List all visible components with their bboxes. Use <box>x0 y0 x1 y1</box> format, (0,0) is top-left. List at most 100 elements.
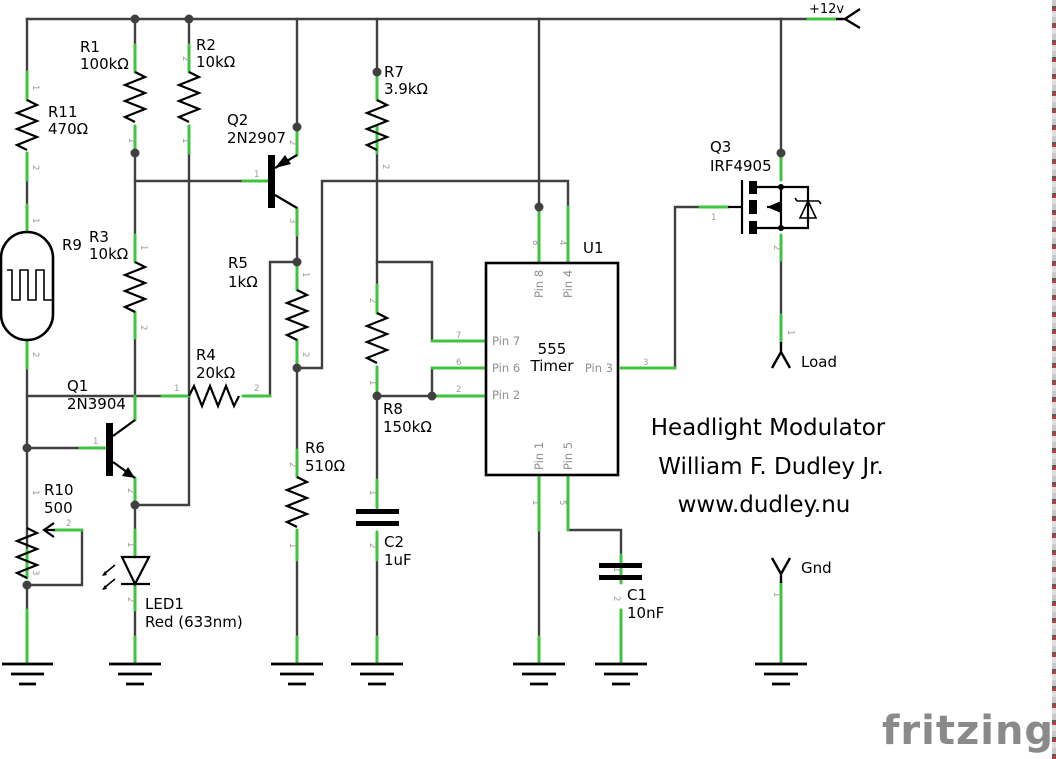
capacitor-c1[interactable]: C1 10nF <box>599 563 664 622</box>
r7-value: 3.9kΩ <box>384 80 428 98</box>
ground-icon <box>109 662 161 686</box>
connector-load[interactable]: Load <box>770 342 837 371</box>
pin-highlights <box>25 17 838 666</box>
svg-text:2: 2 <box>611 596 621 601</box>
net-label-load: Load <box>801 353 837 371</box>
q2-value: 2N2907 <box>227 129 286 147</box>
junctions <box>22 14 786 590</box>
r10-value: 500 <box>44 499 73 517</box>
svg-text:2: 2 <box>287 140 297 145</box>
c2-ref: C2 <box>384 533 404 551</box>
u1-pin1-number: 1 <box>530 500 540 505</box>
u1-pin5-number: 5 <box>557 500 567 505</box>
ic-u1-555-timer[interactable]: U1 555 Timer Pin 7 Pin 6 Pin 2 Pin 3 Pin… <box>456 239 648 505</box>
connector-gnd[interactable]: Gnd <box>770 557 832 583</box>
q2-ref: Q2 <box>227 111 248 129</box>
r3-ref: R3 <box>89 228 109 246</box>
svg-text:1: 1 <box>287 543 297 548</box>
r2-ref: R2 <box>196 36 216 54</box>
net-label-12v: +12v <box>809 2 844 17</box>
title-line-1: Headlight Modulator <box>651 415 886 441</box>
ground-icon <box>755 662 807 686</box>
q3-value: IRF4905 <box>710 157 772 175</box>
resistor-r6[interactable]: R6 510Ω <box>284 439 345 528</box>
svg-text:2: 2 <box>300 352 310 357</box>
svg-text:1: 1 <box>125 542 135 547</box>
photoresistor-r9[interactable]: R9 <box>0 230 82 342</box>
svg-text:2: 2 <box>125 488 135 493</box>
pin-number-labels: 1 2 1 2 1 2 1 1 2 3 2 1 2 1 2 1 2 1 2 1 … <box>30 56 795 602</box>
svg-text:1: 1 <box>138 245 148 250</box>
mosfet-q3[interactable]: Q3 IRF4905 <box>710 138 822 234</box>
led1-ref: LED1 <box>145 595 184 613</box>
svg-text:2: 2 <box>254 384 259 394</box>
r4-value: 20kΩ <box>196 364 235 382</box>
svg-text:1: 1 <box>711 213 716 223</box>
svg-text:3: 3 <box>30 570 40 575</box>
potentiometer-r10[interactable]: R10 500 <box>14 481 74 579</box>
svg-text:2: 2 <box>771 245 781 250</box>
r10-ref: R10 <box>44 481 74 499</box>
r5-ref: R5 <box>228 254 248 272</box>
resistor-r11[interactable]: R11 470Ω <box>14 99 88 151</box>
u1-pin8-number: 8 <box>530 240 540 245</box>
resistor-r4[interactable]: R4 20kΩ <box>188 346 240 409</box>
r8-value: 150kΩ <box>383 418 432 436</box>
r8-ref: R8 <box>383 400 403 418</box>
resistor-r3[interactable]: R3 10kΩ <box>89 228 148 313</box>
u1-pin3-label: Pin 3 <box>585 361 613 375</box>
resistor-r8[interactable]: R8 150kΩ <box>364 312 432 436</box>
resistor-r7[interactable]: R7 3.9kΩ <box>364 63 428 151</box>
r4-ref: R4 <box>196 346 216 364</box>
r5-value: 1kΩ <box>228 273 258 291</box>
u1-ref: U1 <box>583 239 604 257</box>
ground-icon <box>271 662 323 686</box>
capacitor-c2[interactable]: C2 1uF <box>356 509 412 569</box>
u1-type-line1: 555 <box>538 340 567 358</box>
svg-text:2: 2 <box>287 462 297 467</box>
net-label-gnd: Gnd <box>801 559 832 577</box>
ground-icon <box>351 662 403 686</box>
svg-text:1: 1 <box>93 437 98 447</box>
u1-pin2-number: 2 <box>456 385 461 395</box>
transistor-q2[interactable]: Q2 2N2907 <box>227 111 298 209</box>
r3-value: 10kΩ <box>89 245 128 263</box>
r2-value: 10kΩ <box>196 53 235 71</box>
u1-type-line2: Timer <box>530 357 575 375</box>
title-line-2: William F. Dudley Jr. <box>658 454 884 480</box>
u1-pin7-label: Pin 7 <box>492 334 520 348</box>
c2-value: 1uF <box>384 551 412 569</box>
r11-ref: R11 <box>48 103 78 121</box>
resistor-r1[interactable]: R1 100kΩ <box>80 38 148 123</box>
title-block: Headlight Modulator William F. Dudley Jr… <box>651 415 886 518</box>
u1-pin4-label: Pin 4 <box>561 270 575 298</box>
window-edge-strip <box>1052 0 1056 759</box>
r1-value: 100kΩ <box>80 55 129 73</box>
u1-pin6-number: 6 <box>456 358 461 368</box>
u1-pin6-label: Pin 6 <box>492 361 520 375</box>
svg-text:2: 2 <box>180 56 190 61</box>
r11-value: 470Ω <box>48 120 88 138</box>
connector-12v[interactable]: +12v <box>809 2 861 30</box>
ground-icon <box>595 662 647 686</box>
r9-ref: R9 <box>62 236 82 254</box>
svg-text:1: 1 <box>367 490 377 495</box>
svg-text:1: 1 <box>771 592 781 597</box>
c1-ref: C1 <box>627 586 647 604</box>
led1[interactable]: LED1 Red (633nm) <box>102 555 243 631</box>
u1-pin4-number: 4 <box>557 240 567 245</box>
u1-pin8-label: Pin 8 <box>532 270 546 298</box>
transistor-q1[interactable]: Q1 2N3904 <box>67 377 136 479</box>
title-line-3: www.dudley.nu <box>678 492 851 518</box>
svg-text:3: 3 <box>287 218 297 223</box>
svg-text:1: 1 <box>180 138 190 143</box>
u1-pin2-label: Pin 2 <box>492 388 520 402</box>
resistor-r2[interactable]: R2 10kΩ <box>176 36 235 123</box>
ground-icon <box>2 662 53 686</box>
svg-text:1: 1 <box>611 567 621 572</box>
svg-text:1: 1 <box>785 330 795 335</box>
svg-text:2: 2 <box>380 164 390 169</box>
resistor-r5[interactable]: R5 1kΩ <box>228 254 310 341</box>
svg-text:2: 2 <box>367 298 377 303</box>
svg-text:1: 1 <box>30 85 40 90</box>
